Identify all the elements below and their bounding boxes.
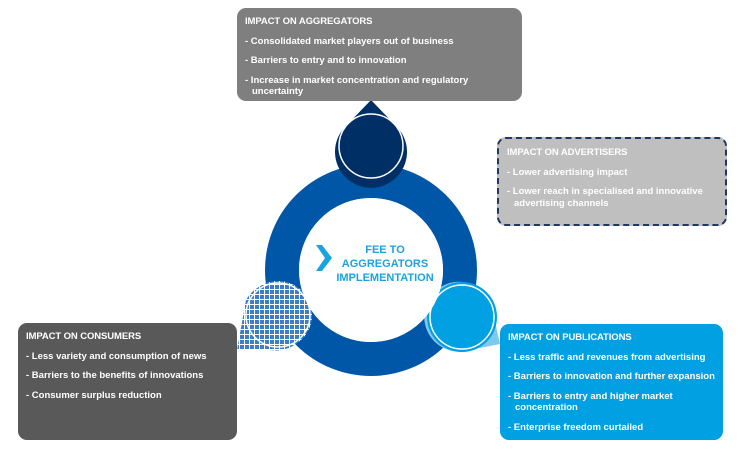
list-item: - Less traffic and revenues from adverti… (508, 352, 706, 363)
chevron-right-icon (316, 245, 332, 271)
list-item: - Enterprise freedom curtailed (508, 421, 644, 433)
advertisers-box: IMPACT ON ADVERTISERS - Lower advertisin… (497, 137, 727, 226)
aggregators-box: IMPACT ON AGGREGATORS - Consolidated mar… (237, 8, 522, 101)
list-item: - Less variety and consumption of news (26, 351, 207, 362)
list-item: - Consolidated market players out of bus… (245, 36, 454, 47)
center-line: FEE TO (365, 244, 405, 256)
list-item: - Consumer surplus reduction (26, 389, 162, 401)
list-item: - Barriers to the benefits of innovation… (26, 370, 204, 382)
center-line: IMPLEMENTATION (336, 272, 434, 284)
center-line: AGGREGATORS (341, 258, 429, 270)
box-title: IMPACT ON CONSUMERS (26, 331, 142, 342)
list-item: - Barriers to entry and to innovation (245, 55, 407, 67)
box-title: IMPACT ON PUBLICATIONS (508, 332, 632, 343)
list-item: - Increase in market concentration and r… (245, 74, 469, 98)
node-publications (424, 281, 500, 352)
publications-box: IMPACT ON PUBLICATIONS - Less traffic an… (500, 324, 723, 440)
list-item: - Barriers to entry and higher market co… (508, 390, 673, 414)
list-item: - Lower advertising impact (507, 167, 628, 178)
list-item: - Lower reach in specialised and innovat… (507, 186, 703, 209)
box-title: IMPACT ON ADVERTISERS (507, 147, 628, 158)
list-item: - Barriers to innovation and further exp… (508, 371, 715, 383)
node-consumers (237, 281, 312, 351)
box-title: IMPACT ON AGGREGATORS (245, 16, 373, 27)
consumers-box: IMPACT ON CONSUMERS - Less variety and c… (18, 323, 237, 440)
center-label: FEE TO AGGREGATORS IMPLEMENTATION (330, 243, 440, 285)
node-aggregators (335, 100, 408, 188)
